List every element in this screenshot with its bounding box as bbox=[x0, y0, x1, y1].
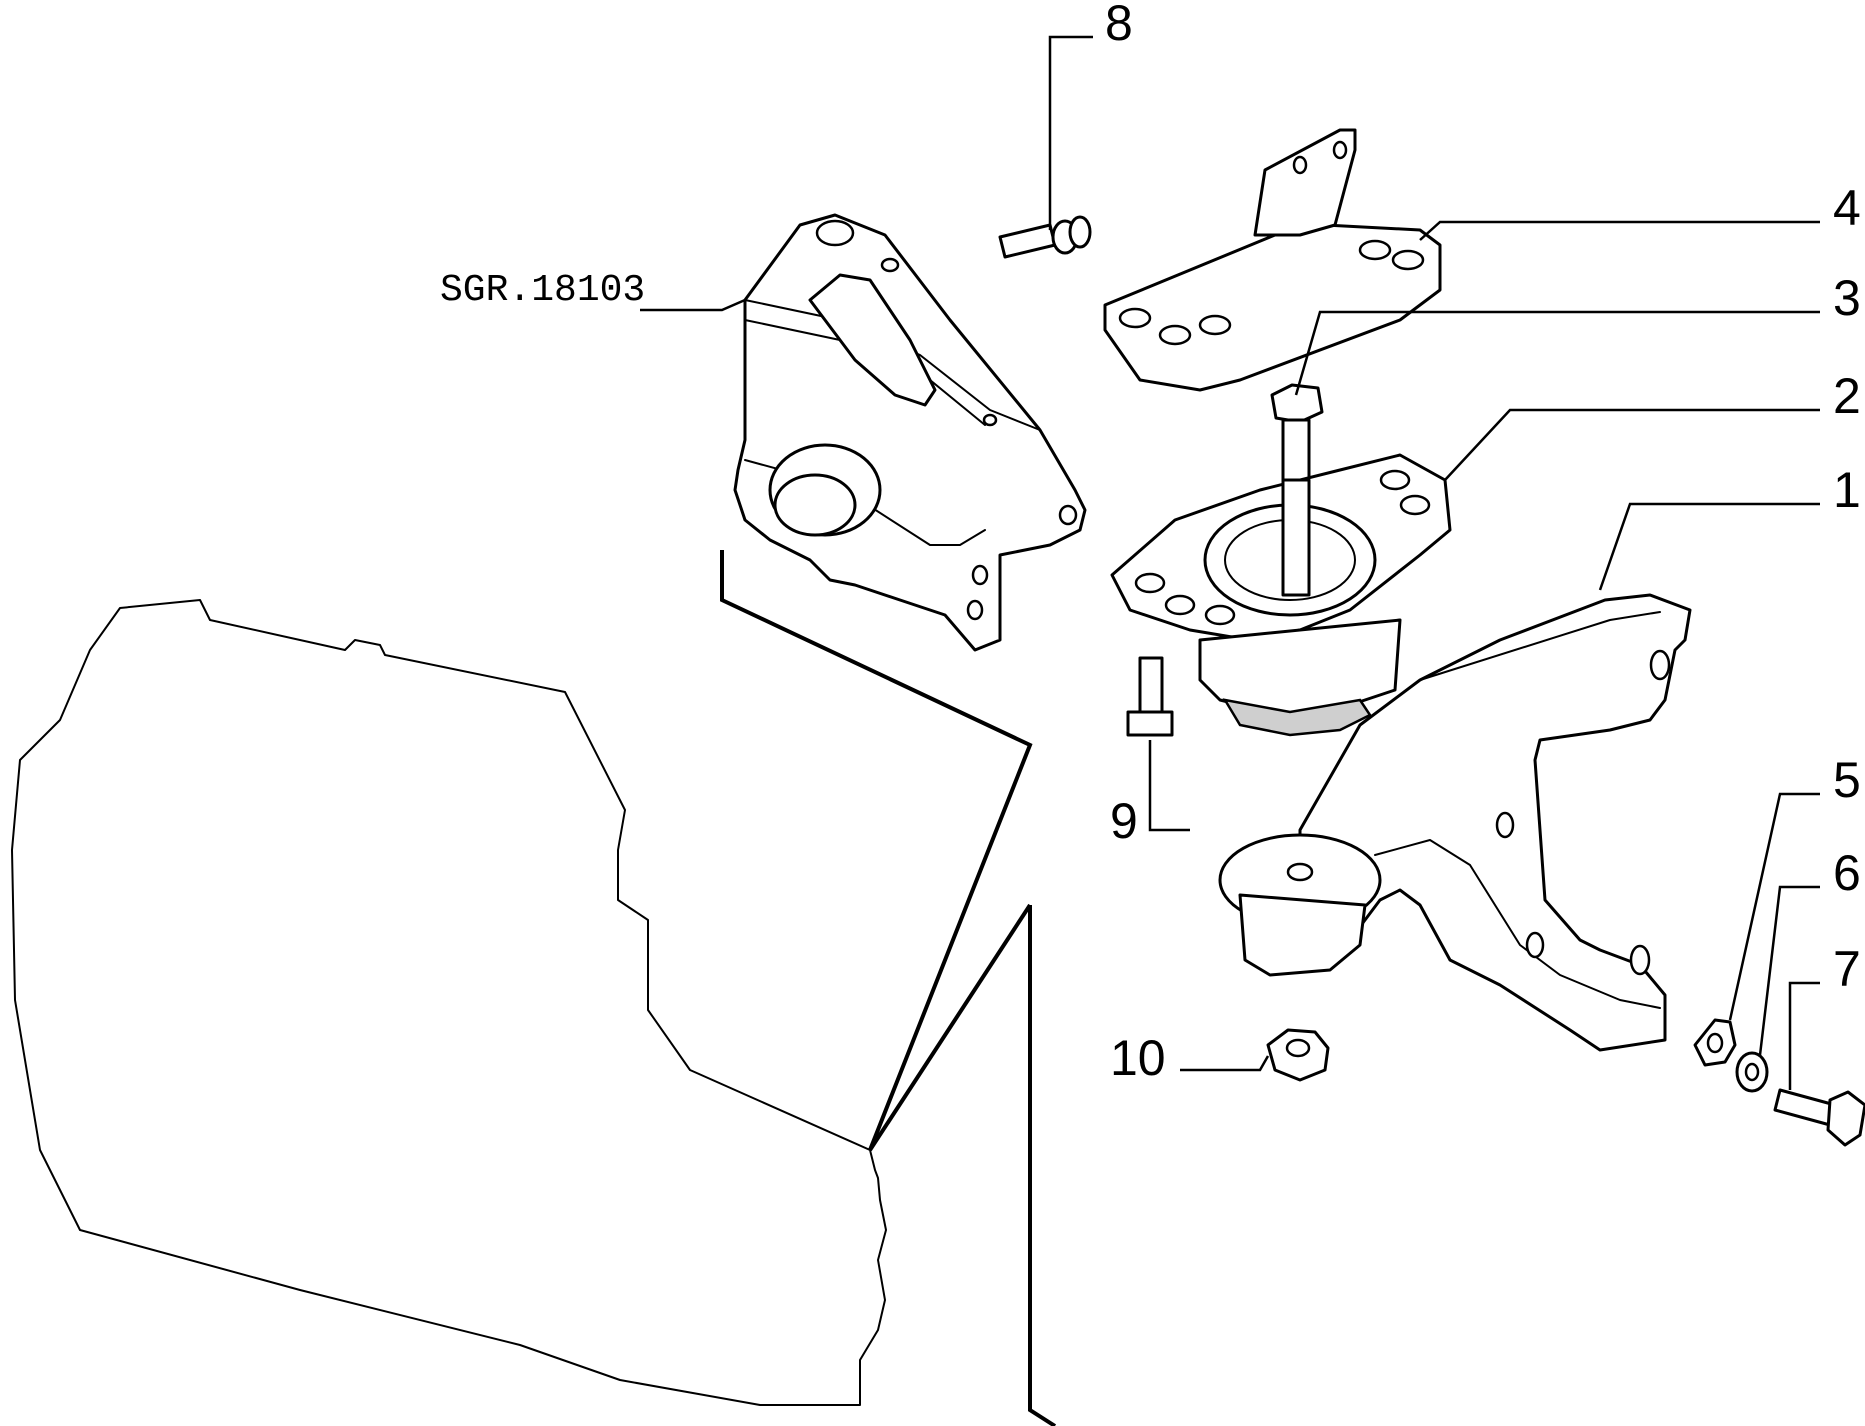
bolt-part-9 bbox=[1126, 656, 1174, 737]
washer-part-6 bbox=[1735, 1051, 1769, 1093]
callout-4: 4 bbox=[1833, 180, 1861, 236]
nut-part-5 bbox=[1693, 1018, 1737, 1067]
engine-mount-part-2 bbox=[1110, 453, 1452, 737]
callout-6: 6 bbox=[1833, 845, 1861, 901]
reference-code-label: SGR.18103 bbox=[440, 269, 645, 312]
support-arm-part-1 bbox=[1218, 593, 1692, 1052]
callout-1: 1 bbox=[1833, 462, 1861, 518]
gearbox-support-bracket bbox=[733, 213, 1087, 652]
screw-part-8 bbox=[998, 215, 1092, 259]
leader-lines bbox=[640, 35, 1820, 1090]
callout-2: 2 bbox=[1833, 368, 1861, 424]
callout-9: 9 bbox=[1110, 793, 1138, 849]
callout-10: 10 bbox=[1110, 1030, 1166, 1086]
gearbox-outline bbox=[11, 599, 887, 1406]
assembly-group-lines bbox=[720, 550, 1057, 1426]
plate-part-4 bbox=[1103, 128, 1442, 392]
callout-3: 3 bbox=[1833, 270, 1861, 326]
callout-7: 7 bbox=[1833, 941, 1861, 997]
callout-8: 8 bbox=[1105, 0, 1133, 51]
callout-5: 5 bbox=[1833, 752, 1861, 808]
bolt-part-7 bbox=[1773, 1088, 1865, 1147]
nut-part-10 bbox=[1266, 1028, 1330, 1082]
